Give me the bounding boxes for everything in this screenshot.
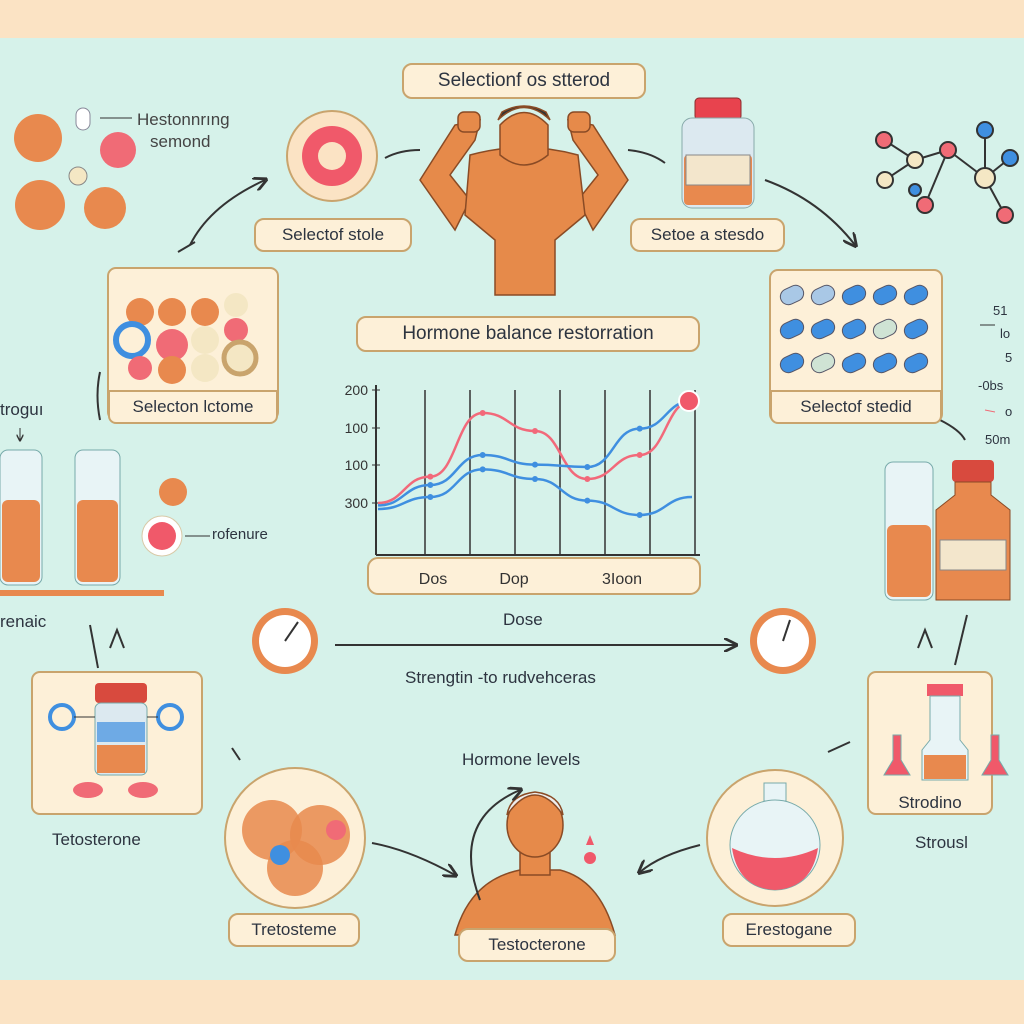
arrow-left-up bbox=[89, 624, 99, 669]
arrow-top-mid-right bbox=[627, 149, 666, 164]
capsules-icon bbox=[779, 284, 929, 374]
capsule-icon bbox=[872, 352, 898, 374]
chart-x-label-bar bbox=[367, 557, 701, 595]
chart-point bbox=[427, 473, 434, 480]
chart-point bbox=[584, 464, 591, 470]
gauge-right-icon bbox=[750, 608, 816, 674]
arrow-tip-left bbox=[177, 241, 196, 253]
arrow-top-right bbox=[764, 179, 855, 245]
chart-point bbox=[427, 482, 434, 488]
select-left-label: Selectof stole bbox=[254, 218, 412, 252]
capsule-icon bbox=[872, 318, 898, 340]
chart-point bbox=[479, 452, 486, 458]
pills-cluster-icon bbox=[14, 107, 136, 230]
arrow-right-up bbox=[954, 614, 968, 666]
capsule-icon bbox=[779, 284, 805, 306]
arrow-right-down bbox=[939, 419, 966, 441]
chart-point bbox=[479, 410, 486, 416]
arrow-left-down bbox=[96, 371, 101, 421]
capsule-icon bbox=[810, 318, 836, 340]
chart-point bbox=[532, 428, 538, 434]
capsule-icon bbox=[841, 284, 867, 306]
strousl-label: Strousl bbox=[915, 833, 968, 852]
chart-x-label: Dos bbox=[419, 571, 447, 588]
arrow-flask-to-man bbox=[640, 844, 701, 872]
side-note: 50m bbox=[985, 432, 1011, 447]
mixed-pills-icon bbox=[113, 293, 259, 384]
chart-point bbox=[479, 466, 486, 473]
chart-y-tick-label: 100 bbox=[345, 457, 369, 473]
strength-label: Strengtin -to rudvehceras bbox=[405, 668, 596, 687]
capsule-icon bbox=[779, 318, 805, 340]
arrow-top-mid-left bbox=[384, 149, 421, 159]
tretosteme-label: Tretosteme bbox=[228, 913, 360, 947]
chart-x-label: 3Ioon bbox=[602, 571, 642, 588]
side-note: 5 bbox=[1005, 350, 1013, 365]
arrow-bottom-left bbox=[231, 747, 241, 761]
selection-lctome-label: Selecton lctome bbox=[108, 390, 278, 424]
hormone-balance-label: Hormone balance restorration bbox=[356, 316, 700, 352]
chart-point bbox=[636, 452, 643, 458]
hmon-line1: Hestonnrıng bbox=[137, 110, 230, 129]
flexing-man-icon bbox=[419, 105, 629, 296]
chart-point bbox=[427, 494, 434, 500]
chart-x-label: Dop bbox=[499, 571, 528, 588]
syringe-jar-icon bbox=[48, 683, 184, 798]
side-note: -0bs bbox=[978, 378, 1004, 393]
side-note: o bbox=[1005, 404, 1013, 419]
side-note: 51 bbox=[993, 303, 1008, 318]
select-right-label: Setoe a stesdo bbox=[630, 218, 785, 252]
orange-pill-icon bbox=[159, 478, 187, 506]
strogun-label: troguı bbox=[0, 400, 44, 419]
arrow-top-left bbox=[189, 180, 265, 246]
rofenure-label: rofenure bbox=[212, 526, 268, 543]
man-cycle-arrow bbox=[470, 790, 520, 901]
capsule-icon bbox=[810, 284, 836, 306]
renaic-label: renaic bbox=[0, 612, 47, 631]
molecule-icon bbox=[875, 121, 1019, 224]
side-note: lo bbox=[1000, 326, 1011, 341]
capsule-icon bbox=[841, 352, 867, 374]
chart-y-tick-label: 100 bbox=[345, 420, 369, 436]
capsule-icon bbox=[903, 318, 929, 340]
strodino-label: Strodino bbox=[898, 793, 962, 812]
capsule-icon bbox=[903, 284, 929, 306]
chart-point bbox=[636, 425, 643, 432]
man-bust-icon bbox=[454, 791, 616, 936]
capsule-icon bbox=[903, 352, 929, 374]
chart-point bbox=[532, 476, 538, 482]
erestogane-label: Erestogane bbox=[722, 913, 856, 947]
arrow-bottom-right bbox=[827, 741, 851, 753]
title-top-label: Selectionf os stterod bbox=[402, 63, 646, 99]
chart-end-marker bbox=[678, 390, 700, 412]
tetosterone-label: Tetosterone bbox=[52, 830, 141, 849]
test-tubes-icon bbox=[0, 428, 164, 596]
hormone-levels-label: Hormone levels bbox=[462, 750, 581, 769]
medicine-bottle-icon bbox=[681, 97, 755, 209]
dose-label: Dose bbox=[503, 610, 543, 629]
hmon-line2: semond bbox=[150, 132, 211, 151]
select-steaid-label: Selectof stedid bbox=[770, 390, 942, 424]
chart-y-tick-label: 200 bbox=[345, 382, 369, 398]
gauge-left-icon bbox=[252, 608, 318, 674]
capsule-icon bbox=[841, 318, 867, 340]
chart-point bbox=[584, 497, 591, 504]
round-flask-icon bbox=[729, 782, 821, 891]
vial-and-tube-icon bbox=[884, 460, 1011, 601]
chart-y-tick-label: 300 bbox=[345, 495, 369, 511]
testocterone-label: Testocterone bbox=[458, 928, 616, 962]
arrow-cells-to-man bbox=[371, 842, 455, 875]
capsule-icon bbox=[810, 352, 836, 374]
chart-point bbox=[584, 476, 591, 482]
cells-icon bbox=[242, 800, 350, 896]
capsule-icon bbox=[872, 284, 898, 306]
capsule-icon bbox=[779, 352, 805, 374]
ring-pill-icon bbox=[286, 110, 378, 202]
chart-point bbox=[636, 512, 643, 518]
chart-point bbox=[532, 461, 538, 468]
flask-icon bbox=[883, 684, 1009, 781]
